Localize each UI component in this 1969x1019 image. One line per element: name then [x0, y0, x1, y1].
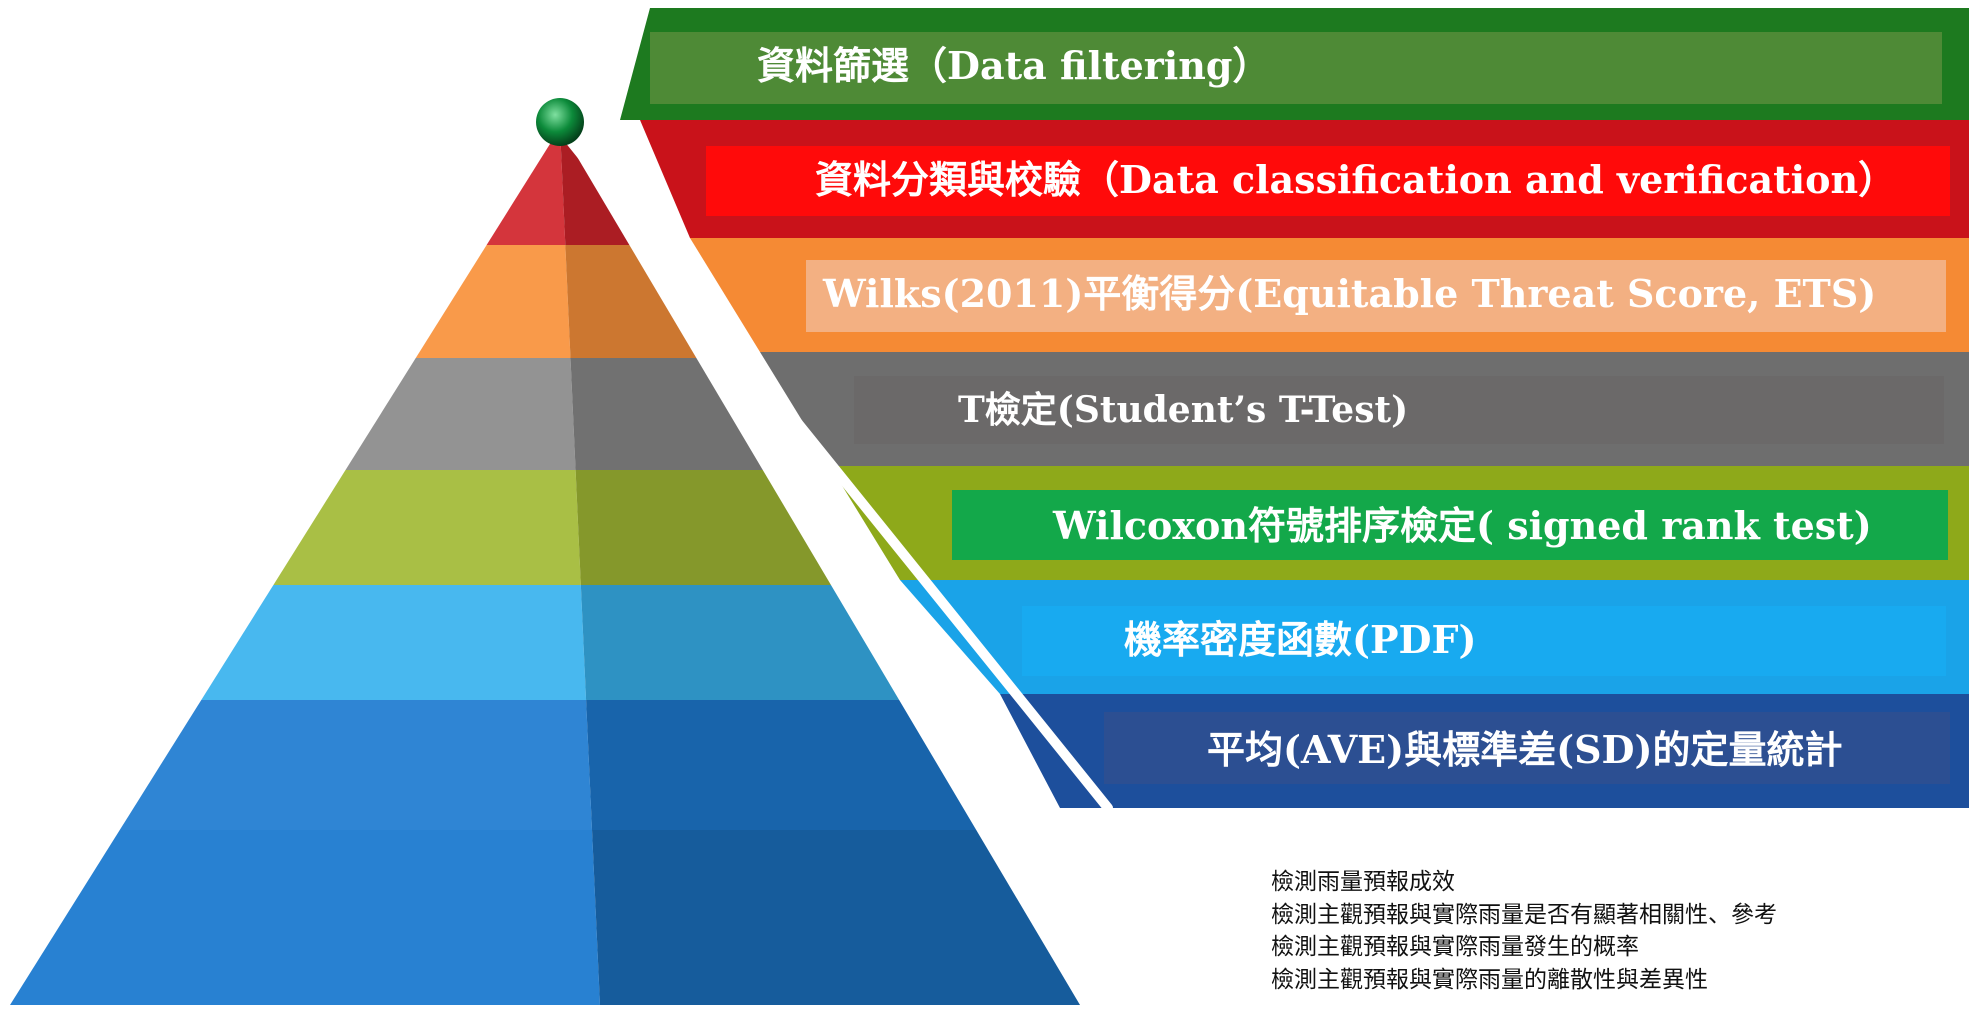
layer-label-5: Wilcoxon符號排序檢定( signed rank test)	[1053, 503, 1872, 549]
note-4: 檢測主觀預報與實際雨量的離散性與差異性	[1271, 966, 1708, 993]
layer-label-box-5	[952, 490, 1948, 560]
pyramid-tier-3-right	[565, 245, 697, 358]
layer-label-box-2	[706, 146, 1950, 216]
pyramid-tier-5-right	[575, 470, 831, 585]
layer-label-box-1	[650, 32, 1942, 104]
pyramid-pole	[555, 123, 1113, 813]
layer-label-box-4	[854, 376, 1944, 444]
layer-label-box-3	[806, 260, 1946, 332]
pyramid-base-left	[10, 830, 600, 1005]
layer-label-1: 資料篩選（Data filtering）	[757, 43, 1271, 89]
layer-label-7: 平均(AVE)與標準差(SD)的定量統計	[1207, 727, 1843, 773]
layer-label-box-6	[1022, 606, 1946, 676]
notes-block: 檢測雨量預報成效 檢測主觀預報與實際雨量是否有顯著相關性、參考 檢測主觀預報與實…	[1271, 866, 1777, 997]
layer-label-box-7	[1104, 712, 1950, 784]
pyramid-tier-7-right	[586, 700, 977, 830]
pyramid-tier-3-left	[415, 245, 571, 358]
note-1: 檢測雨量預報成效	[1271, 869, 1455, 895]
pyramid-tier-6-left	[201, 585, 587, 700]
pyramid-tier-4-left	[345, 358, 576, 470]
layer-label-4: T檢定(Student’s T-Test)	[958, 389, 1409, 432]
pyramid-base-right	[592, 830, 1080, 1005]
layer-label-6: 機率密度函數(PDF)	[1124, 617, 1477, 663]
pyramid-tier-4-right	[570, 358, 763, 470]
apex-ball	[536, 98, 584, 146]
layer-label-3: Wilks(2011)平衡得分(Equitable Threat Score, …	[823, 271, 1877, 317]
pyramid-tier-2-left	[486, 128, 566, 245]
pyramid-tier-5-left	[273, 470, 581, 585]
layer-label-2: 資料分類與校驗（Data classification and verifica…	[815, 157, 1897, 203]
pyramid-tier-7-left	[119, 700, 593, 830]
note-2: 檢測主觀預報與實際雨量是否有顯著相關性、參考	[1271, 901, 1777, 928]
note-3: 檢測主觀預報與實際雨量發生的概率	[1271, 934, 1639, 961]
pyramid-tier-6-right	[580, 585, 900, 700]
